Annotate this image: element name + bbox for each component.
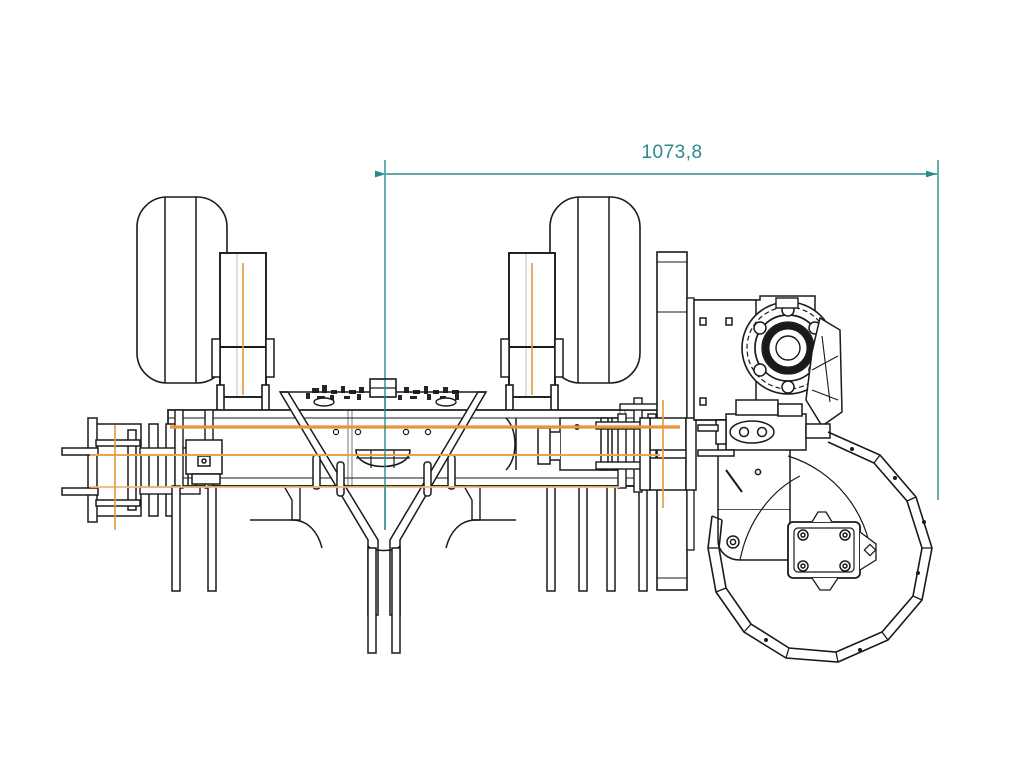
- bolt-hardware-detail: [306, 378, 459, 407]
- bolted-mount-plate: [787, 511, 877, 591]
- hydraulic-valve-block: [697, 399, 831, 457]
- rotor-guard-ring: [707, 431, 933, 663]
- left-clamp-block: [185, 439, 223, 485]
- left-end-bracket: [61, 417, 176, 523]
- dimension-value-label: 1073,8: [641, 142, 702, 163]
- centerlines: [90, 263, 680, 530]
